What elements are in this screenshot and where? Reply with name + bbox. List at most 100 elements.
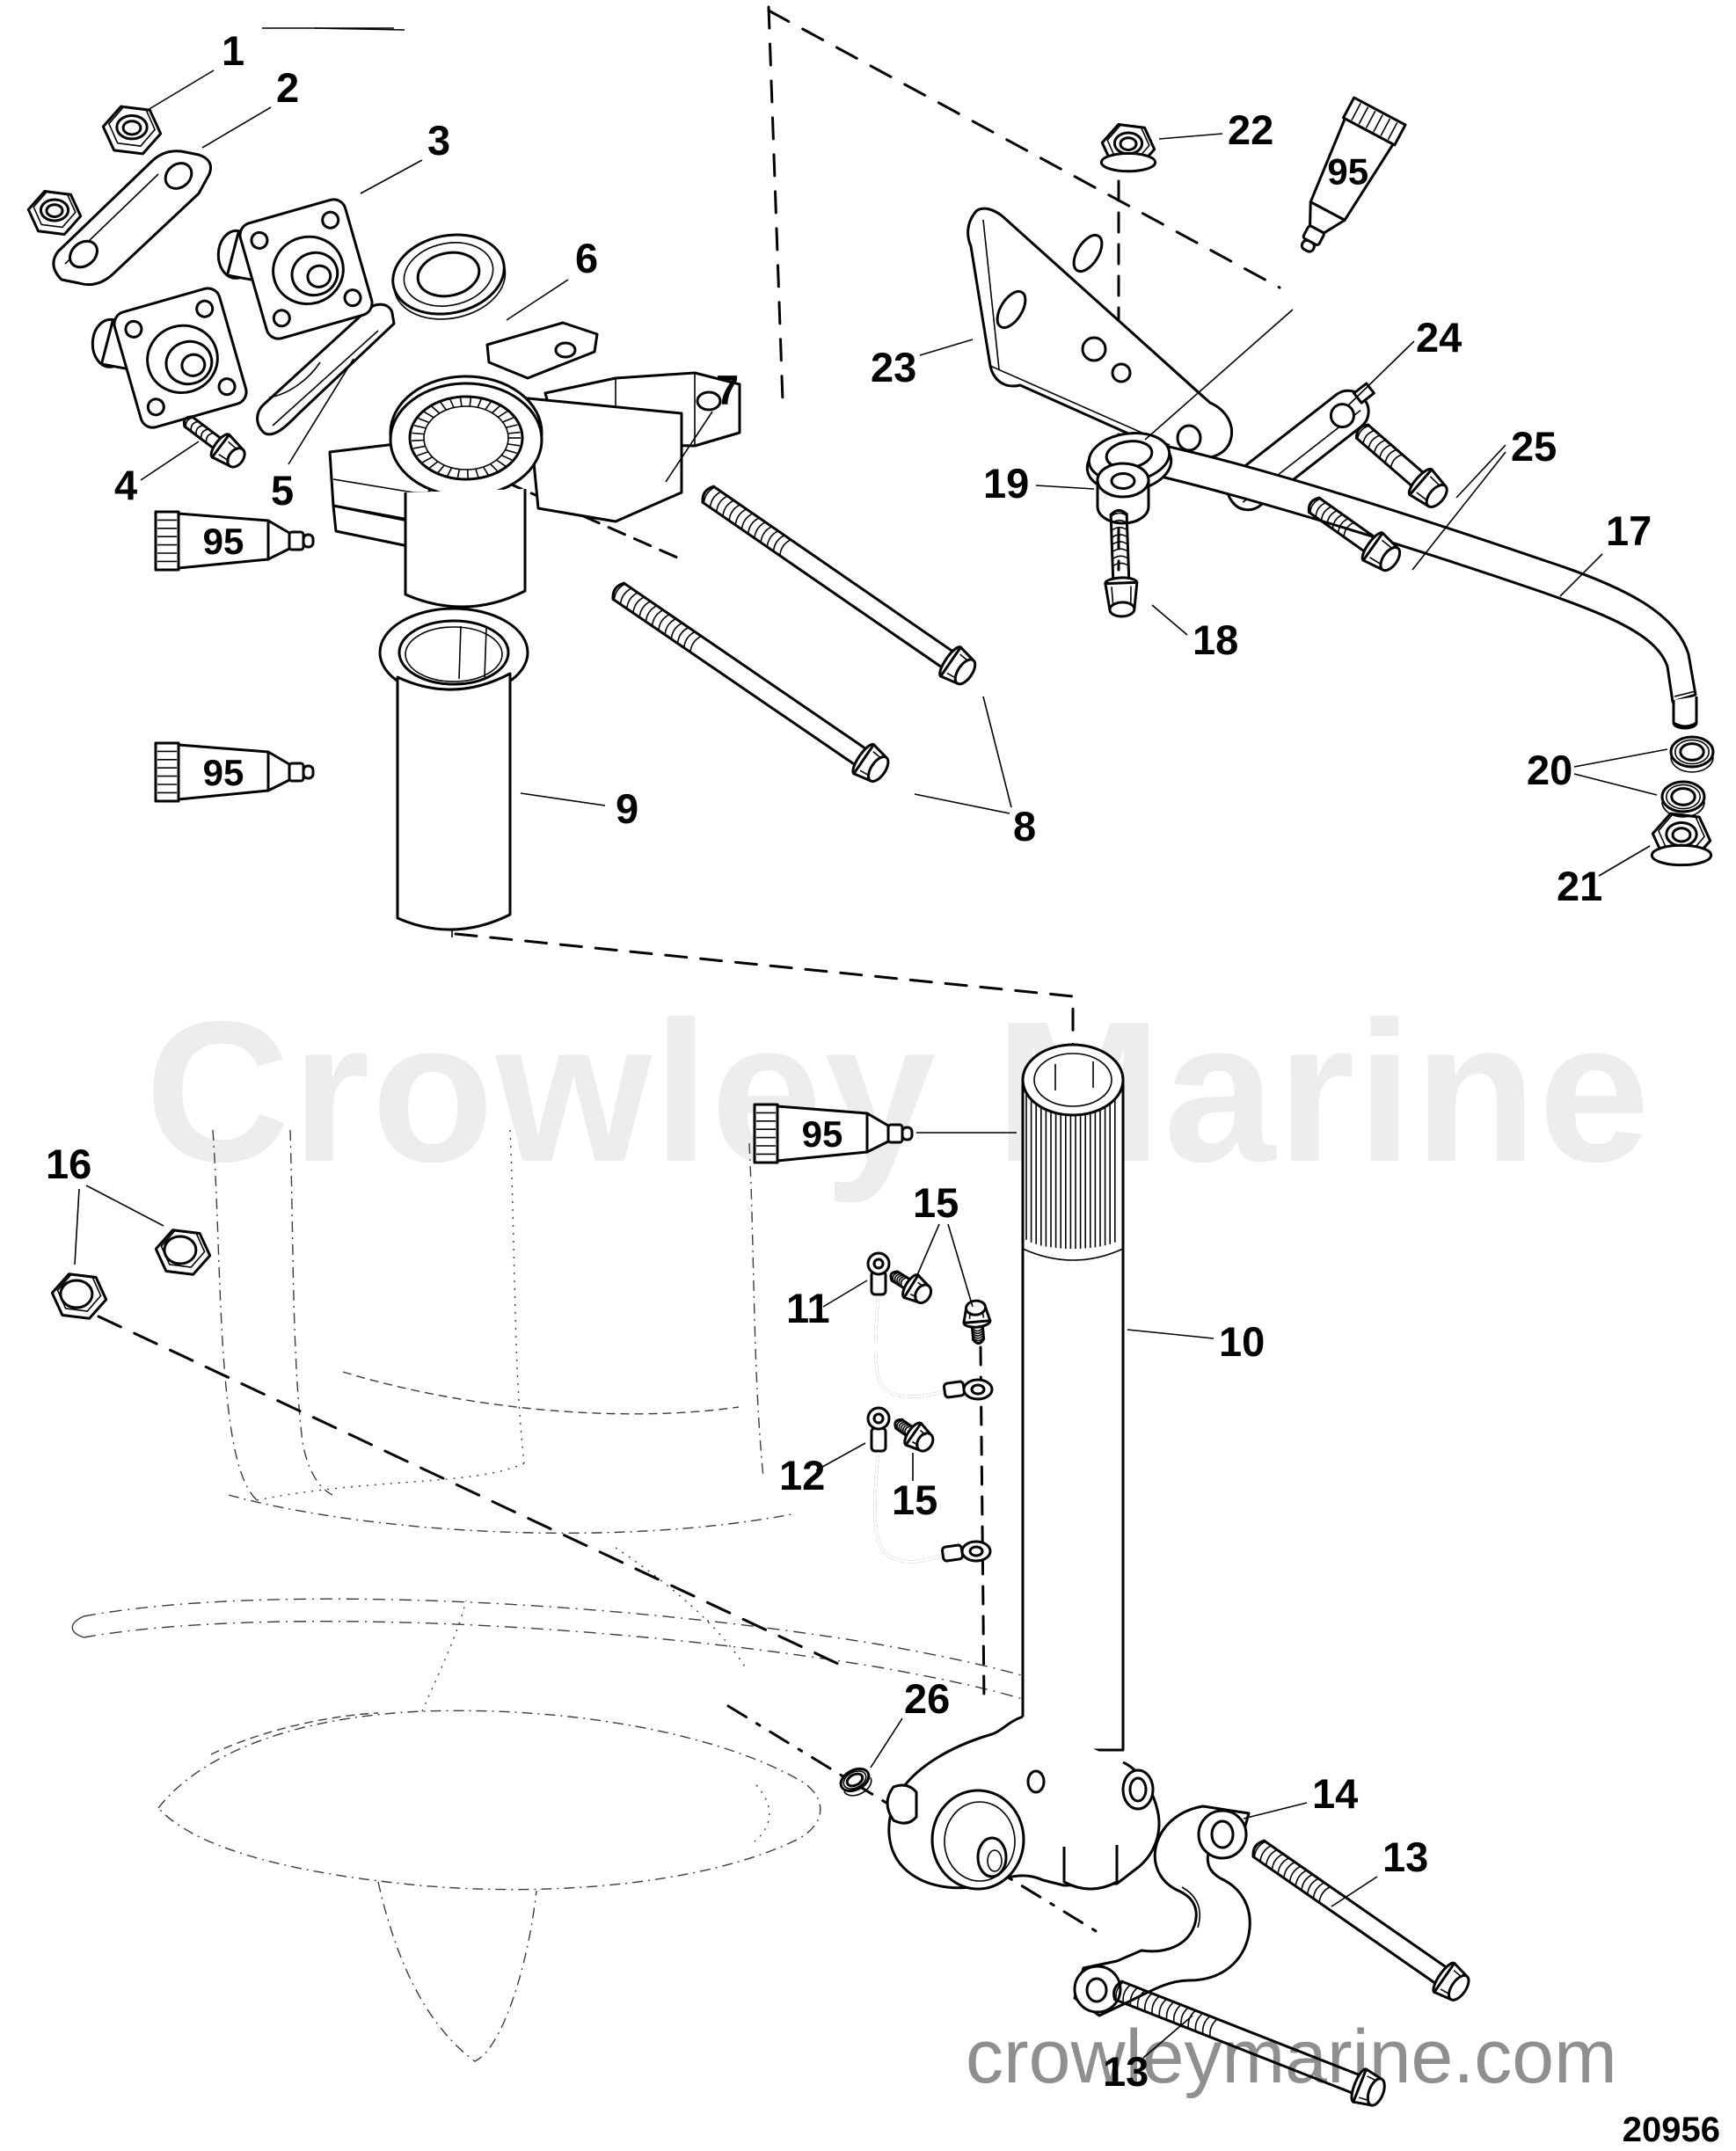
part-7-swivel-bracket: [328, 321, 741, 609]
axis-ground-screws: [979, 1345, 986, 1704]
part-21-locknut: [1650, 812, 1713, 867]
watermark-site-url: crowleymarine.com: [966, 2015, 1617, 2099]
callout-22: 22: [1158, 106, 1273, 153]
lubricant-95-label: 95: [203, 752, 244, 793]
callout-leader-1: [147, 69, 215, 111]
lubricant-tube-95-a: 95: [154, 27, 405, 572]
callout-3: 3: [360, 117, 450, 194]
part-17-steering-link: [1085, 432, 1698, 730]
callout-label-25: 25: [1511, 423, 1557, 470]
part-6-o-ring: [391, 233, 507, 320]
part-10-swivel-tube: [886, 1043, 1161, 1891]
part-16-plug-a: [154, 1229, 212, 1276]
lubricant-95-label: 95: [1327, 150, 1368, 192]
callout-13b: 13: [1103, 2015, 1193, 2095]
callout-leader-26: [870, 1717, 903, 1768]
callout-leader-3: [360, 159, 423, 194]
callout-6: 6: [506, 235, 598, 321]
axis-top-diagonal: [767, 9, 1281, 289]
part-25-bolt-a: [1354, 423, 1448, 508]
callout-leader-15a: [916, 1223, 940, 1276]
part-2-link-strap: [52, 149, 212, 287]
callout-23: 23: [871, 339, 974, 390]
lubricant-tube-95-c: 95: [262, 27, 914, 1164]
part-23-bracket: [966, 207, 1233, 461]
callout-leader-11: [822, 1280, 868, 1308]
callout-label-2: 2: [276, 64, 299, 111]
callout-label-18: 18: [1193, 616, 1238, 663]
callout-label-22: 22: [1228, 106, 1273, 153]
part-15-screw-a: [889, 1270, 933, 1305]
callout-leader-9: [520, 792, 606, 806]
part-16-plug-b: [50, 1272, 108, 1320]
callout-leader-16: [85, 1185, 164, 1227]
callout-leader-25: [1411, 451, 1506, 571]
callout-24: 24: [1346, 314, 1462, 407]
callout-4: 4: [114, 441, 200, 508]
callout-leader-10: [1127, 1329, 1214, 1339]
callout-label-14: 14: [1312, 1770, 1358, 1817]
callout-label-19: 19: [983, 460, 1029, 507]
callout-label-13a: 13: [1382, 1834, 1428, 1880]
document-number: 20956: [1622, 2111, 1720, 2149]
callout-leader-8: [914, 793, 1010, 814]
leader-95d: [1144, 309, 1294, 441]
callout-leader-16: [74, 1188, 80, 1265]
callout-5: 5: [271, 358, 354, 514]
callout-leader-24: [1346, 340, 1415, 407]
callout-label-21: 21: [1557, 863, 1602, 909]
callout-label-12: 12: [779, 1452, 825, 1498]
callout-8: 8: [914, 696, 1036, 849]
callout-leader-13b: [1142, 2015, 1193, 2059]
callout-leader-18: [1151, 604, 1188, 636]
callout-leader-20: [1573, 748, 1668, 768]
callout-14: 14: [1243, 1770, 1358, 1819]
callout-12: 12: [779, 1442, 866, 1498]
lubricant-95-label: 95: [203, 521, 244, 562]
part-13-bolt-upper: [1251, 1839, 1470, 2002]
callout-leader-14: [1243, 1802, 1308, 1819]
callout-1: 1: [147, 27, 244, 111]
part-8-bolt-b: [611, 581, 890, 783]
part-13-bolt-lower: [1112, 1980, 1386, 2107]
part-20-washer-a: [1669, 735, 1715, 773]
part-3-mount-upper: [216, 198, 374, 340]
callout-label-4: 4: [114, 462, 137, 508]
part-14-clamp: [1073, 1805, 1251, 2017]
callout-15b: 15: [892, 1453, 937, 1523]
axis-plug16: [97, 1315, 840, 1666]
part-15-screw-c: [894, 1418, 935, 1453]
lubricant-95-label: 95: [802, 1113, 843, 1155]
callout-26: 26: [870, 1675, 950, 1768]
callout-leader-8: [982, 696, 1012, 808]
callout-label-7: 7: [716, 367, 739, 413]
callout-label-8: 8: [1013, 803, 1036, 849]
part-25-bolt-b: [1307, 496, 1402, 572]
callout-leader-7: [665, 411, 713, 483]
callout-leader-12: [815, 1442, 866, 1471]
callout-label-1: 1: [222, 27, 244, 74]
callout-16: 16: [46, 1141, 164, 1265]
callout-leader-20: [1573, 773, 1658, 796]
part-26-washer: [839, 1767, 872, 1797]
callout-19: 19: [983, 460, 1095, 507]
callout-label-17: 17: [1606, 507, 1652, 554]
callout-7: 7: [665, 367, 739, 483]
part-15-screw-b: [962, 1299, 992, 1345]
part-11-ground-wire: [866, 1251, 994, 1401]
callout-label-23: 23: [871, 344, 916, 390]
callout-label-5: 5: [271, 467, 294, 514]
part-9-sleeve: [378, 607, 529, 937]
gearcase-ghost-outline: [71, 1129, 1091, 2062]
part-1-locknut-b: [26, 190, 83, 236]
lubricant-tube-95-b: 95: [154, 27, 394, 803]
callout-label-11: 11: [786, 1285, 830, 1331]
callout-leader-17: [1559, 553, 1603, 597]
callout-25: 25: [1411, 423, 1557, 571]
callout-leader-25: [1455, 444, 1506, 499]
callout-leader-21: [1598, 845, 1651, 877]
callout-20: 20: [1527, 747, 1668, 796]
callout-label-13b: 13: [1103, 2048, 1149, 2095]
